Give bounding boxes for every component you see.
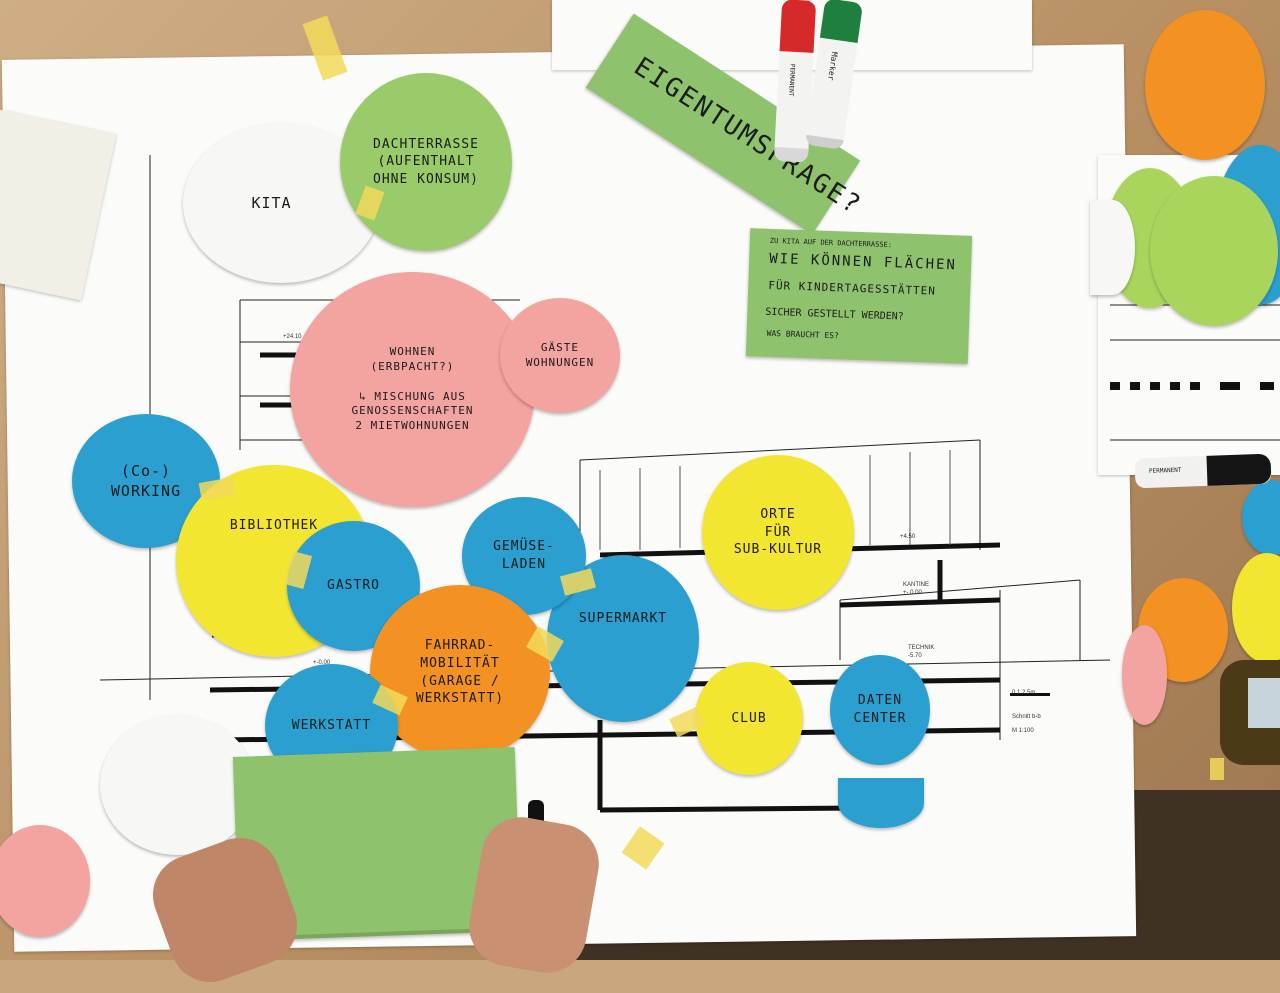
fahrrad-label: FAHRRAD- MOBILITÄT (GARAGE / WERKSTATT) <box>415 638 505 707</box>
plan-scale: 0 1 2 5m <box>1012 690 1036 696</box>
plan-label-technik: TECHNIK <box>908 645 935 651</box>
wohnen-label: WOHNEN (ERBPACHT?) ↳ MISCHUNG AUS GENOSS… <box>351 344 474 433</box>
blue-circle-bottom-center <box>838 778 924 828</box>
question-line-2: WIE KÖNNEN FLÄCHEN <box>768 250 958 274</box>
gastro-label: GASTRO <box>327 578 380 594</box>
plan-label-kantine: KANTINE <box>903 582 930 588</box>
plan-label-level-2410: +24.10 <box>283 334 302 340</box>
dachterrasse-label: DACHTERRASSE (AUFENTHALT OHNE KONSUM) <box>373 136 479 187</box>
pink-circle-bottom-left <box>0 825 90 937</box>
pink-circle-right-low <box>1122 625 1167 725</box>
question-line-3: FÜR KINDERTAGESSTÄTTEN <box>768 278 937 298</box>
question-line-1: ZU KITA AUF DER DACHTERRASSE: <box>769 236 893 250</box>
tape-right <box>1210 758 1224 780</box>
kita-question-note: ZU KITA AUF DER DACHTERRASSE: WIE KÖNNEN… <box>745 228 973 364</box>
daten-center-label: DATEN CENTER <box>853 693 907 726</box>
plan-label-technik-level: -5.70 <box>908 653 922 659</box>
dachterrasse-circle: DACHTERRASSE (AUFENTHALT OHNE KONSUM) <box>340 73 512 251</box>
plan-label-level-450: +4.50 <box>900 534 916 540</box>
question-line-4: SICHER GESTELLT WERDEN? <box>765 306 904 323</box>
orange-circle-top-right <box>1145 10 1265 160</box>
plan-schnitt: Schnitt b-b <box>1012 714 1041 720</box>
black-marker-label: PERMANENT <box>1148 466 1182 475</box>
fahrrad-circle: FAHRRAD- MOBILITÄT (GARAGE / WERKSTATT) <box>370 585 550 760</box>
bibliothek-label: BIBLIOTHEK <box>229 518 319 534</box>
question-line-5: WAS BRAUCHT ES? <box>766 328 840 341</box>
yellow-circle-right-low <box>1232 553 1280 663</box>
red-marker-label: PERMANENT <box>787 63 796 97</box>
gaeste-label: GÄSTE WOHNUNGEN <box>525 340 595 369</box>
kita-label: KITA <box>251 193 292 212</box>
bottle <box>1220 660 1280 765</box>
green-circle-stack-right-2 <box>1150 176 1278 326</box>
black-marker[interactable]: PERMANENT <box>1134 453 1272 489</box>
green-marker-label: Marker <box>826 51 840 82</box>
club-label: CLUB <box>731 710 767 726</box>
supermarkt-label: SUPERMARKT <box>578 610 668 626</box>
club-circle: CLUB <box>695 662 803 775</box>
subkultur-circle: ORTE FÜR SUB-KULTUR <box>702 455 854 610</box>
white-circle-bottom-left <box>100 715 255 855</box>
white-circle-right <box>1090 200 1135 295</box>
plan-massstab: M 1:100 <box>1012 728 1034 734</box>
subkultur-label: ORTE FÜR SUB-KULTUR <box>733 507 823 558</box>
coworking-circle: (Co-) WORKING <box>72 414 220 548</box>
gaeste-circle: GÄSTE WOHNUNGEN <box>500 298 620 413</box>
wohnen-circle: WOHNEN (ERBPACHT?) ↳ MISCHUNG AUS GENOSS… <box>290 272 535 507</box>
gemuese-label: GEMÜSE- LADEN <box>493 539 555 572</box>
werkstatt-label: WERKSTATT <box>291 717 372 733</box>
plan-label-level-000: +-0.00 <box>313 660 331 666</box>
daten-center-circle: DATEN CENTER <box>830 655 930 765</box>
coworking-label: (Co-) WORKING <box>110 461 182 500</box>
plan-label-kantine-level: +- 0.00 <box>903 590 922 596</box>
